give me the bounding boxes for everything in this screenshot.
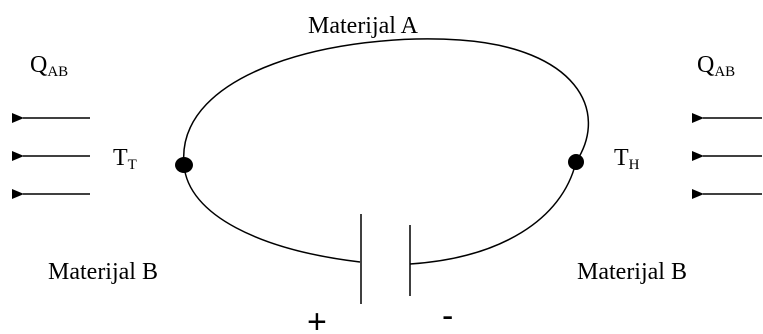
hot-temp-label: TH [614,145,640,173]
material-b-left-label: Materijal B [48,259,158,285]
material-b-right-label: Materijal B [577,259,687,285]
material-a-label: Materijal A [308,13,419,39]
cold-junction-dot [175,157,193,173]
heat-right-label: QAB [697,52,735,80]
hot-junction-dot [568,154,584,170]
material-a-wire [183,38,590,166]
positive-terminal-label: + [307,303,327,334]
material-b-right-wire [409,161,577,265]
material-b-left-wire [183,164,361,263]
negative-terminal-label: - [442,297,453,334]
heat-left-label: QAB [30,52,68,80]
cold-temp-label: TT [113,145,137,173]
